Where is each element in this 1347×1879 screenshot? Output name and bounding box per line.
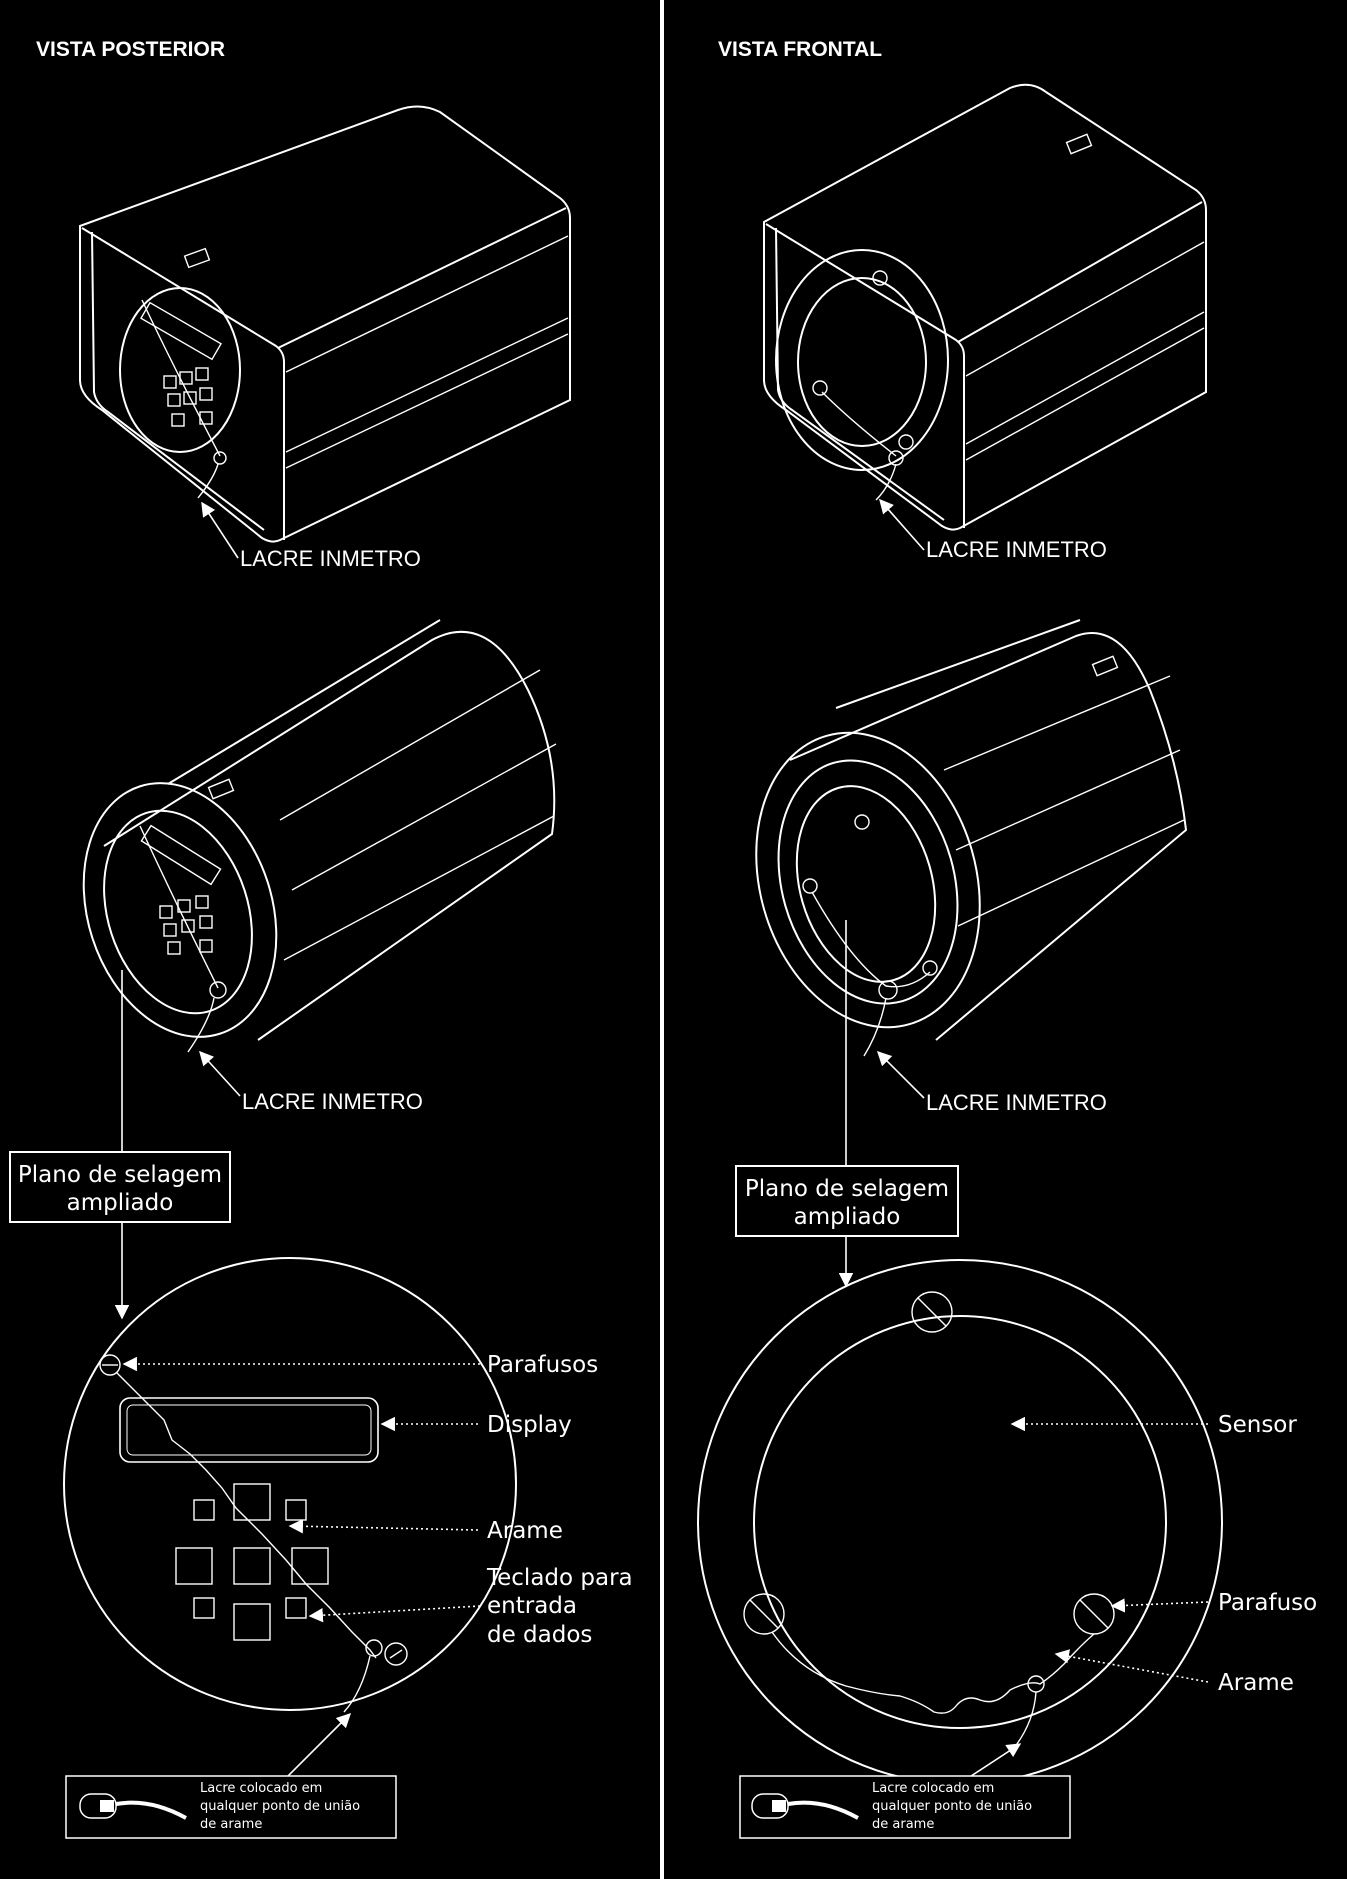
right-enlarged-face — [697, 1259, 1223, 1785]
key — [233, 1603, 271, 1641]
left-plane-box — [9, 1151, 231, 1223]
left-cylinder-meter — [82, 619, 557, 1053]
display-window — [119, 1397, 379, 1463]
left-panel-title: VISTA POSTERIOR — [36, 38, 225, 61]
left-note-1: Lacre colocado em — [200, 1781, 322, 1796]
right-plane-box — [735, 1165, 959, 1237]
right-cylinder-meter — [755, 619, 1188, 1057]
right-plane-box-line1: Plano de selagem — [745, 1176, 949, 1202]
key — [175, 1547, 213, 1585]
left-box-meter — [79, 105, 571, 543]
label-wire-right: Arame — [1218, 1670, 1294, 1696]
screw-right — [1073, 1593, 1115, 1635]
right-plane-box-line2: ampliado — [794, 1204, 901, 1230]
left-seal-label-top: LACRE INMETRO — [240, 546, 421, 571]
label-display: Display — [487, 1412, 572, 1438]
key — [193, 1597, 215, 1619]
label-keypad-3: de dados — [487, 1622, 592, 1648]
right-box-meter — [763, 83, 1207, 531]
screw-top-left — [99, 1354, 121, 1376]
left-note-3: de arame — [200, 1817, 262, 1832]
key — [291, 1547, 329, 1585]
right-note-1: Lacre colocado em — [872, 1781, 994, 1796]
label-screw: Parafuso — [1218, 1590, 1317, 1616]
key — [285, 1597, 307, 1619]
right-panel-title: VISTA FRONTAL — [718, 38, 882, 61]
left-seal-note — [65, 1775, 397, 1839]
right-note-3: de arame — [872, 1817, 934, 1832]
key — [285, 1499, 307, 1521]
seal-icon — [751, 1793, 859, 1820]
label-sensor: Sensor — [1218, 1412, 1297, 1438]
screw-left — [743, 1593, 785, 1635]
right-seal-label-mid: LACRE INMETRO — [926, 1090, 1107, 1115]
left-enlarged-face — [63, 1257, 517, 1713]
key — [193, 1499, 215, 1521]
right-seal-label-top: LACRE INMETRO — [926, 537, 1107, 562]
screw-top — [911, 1291, 953, 1333]
left-note-2: qualquer ponto de união — [200, 1799, 360, 1814]
label-keypad-1: Teclado para — [486, 1565, 633, 1591]
right-note-2: qualquer ponto de união — [872, 1799, 1032, 1814]
label-wire-left: Arame — [487, 1518, 563, 1544]
key — [233, 1483, 271, 1521]
left-plane-box-line2: ampliado — [67, 1190, 174, 1216]
key — [233, 1547, 271, 1585]
left-plane-box-line1: Plano de selagem — [18, 1162, 222, 1188]
label-screws: Parafusos — [487, 1352, 598, 1378]
label-keypad-2: entrada — [487, 1593, 577, 1619]
right-seal-note — [739, 1775, 1071, 1839]
seal-icon — [79, 1793, 187, 1820]
left-seal-label-mid: LACRE INMETRO — [242, 1089, 423, 1114]
